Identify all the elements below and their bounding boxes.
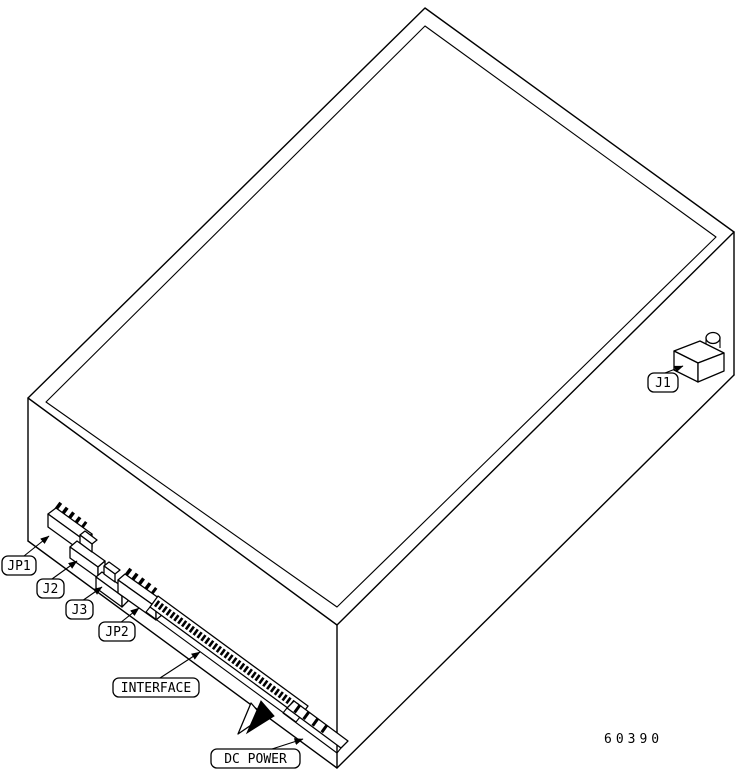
figure-number: 60390 [604, 732, 663, 747]
drive-chassis [27, 7, 735, 769]
pin1-indicator [237, 700, 275, 735]
leader-jp1 [23, 535, 50, 557]
jp2-pins [124, 567, 158, 596]
interface-body-depth [145, 606, 301, 723]
leader-j1 [664, 365, 684, 374]
leader-jp2 [119, 607, 140, 624]
chassis-top-face [27, 7, 735, 626]
leader-j2 [51, 560, 78, 580]
callout-j2: J2 [36, 578, 65, 599]
leader-dc-power [271, 738, 304, 750]
callout-j3: J3 [65, 599, 94, 620]
dc-power-connector [282, 700, 349, 754]
leader-j3 [81, 586, 103, 602]
callout-interface-label: INTERFACE [121, 681, 191, 696]
callout-j3-box [65, 599, 94, 620]
j3-shunt-front [103, 565, 116, 583]
callout-interface-box [112, 677, 200, 698]
chassis-bottom-edges [27, 374, 735, 769]
callout-jp1: JP1 [1, 555, 37, 576]
callout-dc-power-box [210, 748, 301, 769]
callout-dc-power-label: DC POWER [224, 752, 287, 767]
callout-j2-label: J2 [43, 582, 59, 597]
callout-j1-box [647, 372, 679, 393]
callout-dc-power: DC POWER [210, 748, 301, 769]
callout-jp2-label: JP2 [105, 625, 128, 640]
callout-leaders [23, 365, 684, 750]
callout-jp1-box [1, 555, 37, 576]
interface-connector [145, 595, 309, 723]
dc-power-pins [293, 704, 334, 738]
j1-body-right [697, 352, 725, 383]
callout-jp1-label: JP1 [7, 559, 30, 574]
callout-jp2: JP2 [98, 621, 136, 642]
callout-interface: INTERFACE [112, 677, 200, 698]
dc-power-body-depth [282, 707, 342, 754]
callout-j2-box [36, 578, 65, 599]
leader-interface [159, 651, 201, 679]
callout-j3-label: J3 [72, 603, 88, 618]
callout-j1: J1 [647, 372, 679, 393]
pin1-filled-arrow [245, 700, 275, 735]
jp1-pins [54, 501, 88, 530]
callout-jp2-box [98, 621, 136, 642]
j2-shunt-front [79, 534, 93, 553]
interface-pins [153, 600, 303, 712]
j1-cylinder-top [705, 331, 721, 345]
chassis-inner-rim [45, 25, 717, 608]
j1-connector [673, 331, 725, 383]
callout-j1-label: J1 [655, 376, 671, 391]
